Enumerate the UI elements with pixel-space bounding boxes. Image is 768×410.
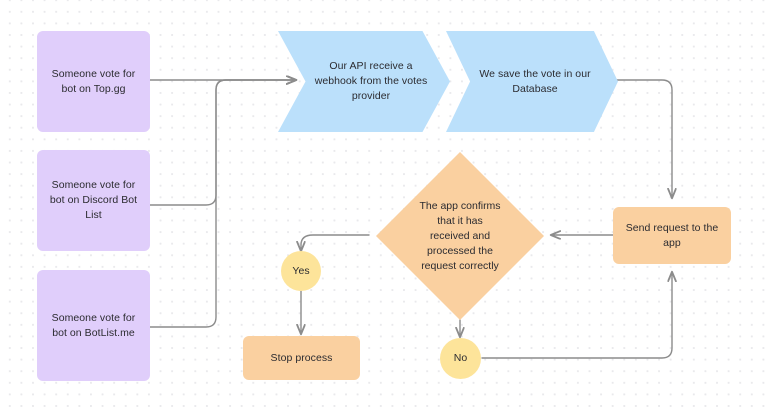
vote-source-botlist-me-label: Someone vote for bot on BotList.me: [51, 311, 136, 339]
edge-botlistme-to-api: [149, 80, 296, 328]
vote-source-botlist-me[interactable]: Someone vote for bot on BotList.me: [37, 270, 150, 381]
decision-no[interactable]: No: [440, 338, 481, 379]
save-vote-database-label: We save the vote in our Database: [479, 67, 591, 95]
vote-source-topgg[interactable]: Someone vote for bot on Top.gg: [37, 31, 150, 132]
api-receives-webhook[interactable]: Our API receive a webhook from the votes…: [278, 31, 450, 132]
vote-source-topgg-label: Someone vote for bot on Top.gg: [51, 67, 136, 95]
stop-process[interactable]: Stop process: [243, 336, 360, 380]
stop-process-label: Stop process: [270, 351, 333, 364]
send-request-to-app[interactable]: Send request to the app: [613, 207, 731, 264]
edge-save-to-send-request: [615, 79, 672, 198]
app-confirmation-decision[interactable]: The app confirms that it has received an…: [376, 152, 544, 320]
vote-source-discord-bot-list-label: Someone vote for bot on Discord Bot List: [49, 179, 138, 221]
decision-yes[interactable]: Yes: [281, 251, 321, 291]
decision-no-label: No: [453, 352, 468, 364]
send-request-to-app-label: Send request to the app: [625, 221, 719, 249]
edge-discordbotlist-to-api: [149, 80, 296, 206]
edge-decision-to-yes: [301, 234, 370, 251]
decision-yes-label: Yes: [292, 264, 310, 277]
api-receives-webhook-label: Our API receive a webhook from the votes…: [314, 60, 428, 102]
vote-source-discord-bot-list[interactable]: Someone vote for bot on Discord Bot List: [37, 150, 150, 251]
app-confirmation-decision-label: The app confirms that it has received an…: [419, 199, 501, 272]
save-vote-database[interactable]: We save the vote in our Database: [446, 31, 618, 132]
